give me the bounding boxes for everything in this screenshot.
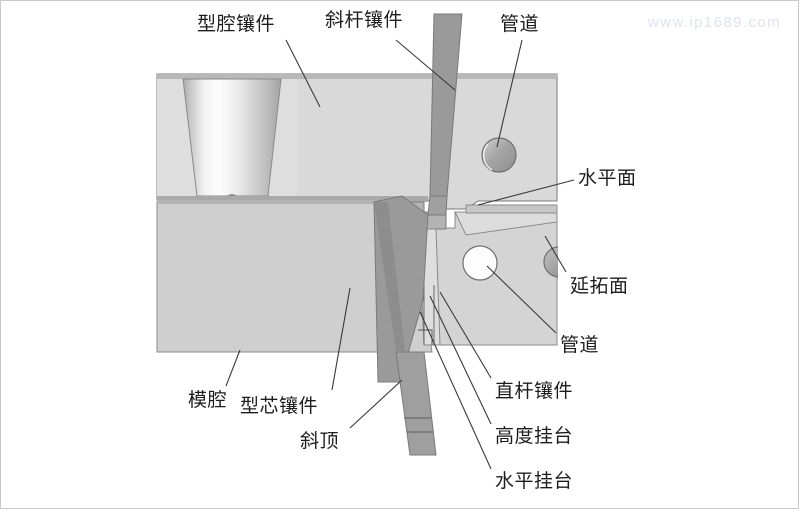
pipe-hole-lower	[462, 245, 498, 281]
leader-horizontal-plane	[477, 179, 575, 206]
label-height-ledge: 高度挂台	[495, 426, 574, 447]
pipe-hole-right-edge	[543, 246, 558, 278]
horizontal-plane-ledge	[465, 204, 558, 214]
leader-lifter	[349, 379, 403, 429]
label-mold-cavity: 模腔	[188, 390, 228, 411]
label-core-insert: 型芯镶件	[240, 396, 319, 417]
leader-core-insert	[331, 287, 351, 391]
label-pipe-bottom: 管道	[560, 335, 600, 356]
leader-extended-surface	[544, 235, 567, 273]
leader-pipe-top	[496, 39, 523, 148]
conical-gate-bore	[182, 78, 282, 197]
core-plate-group	[156, 200, 558, 353]
leader-cavity-insert	[285, 39, 321, 108]
inclined-rod-neck	[427, 195, 448, 216]
pipe-hole-upper-inner-arc	[482, 143, 493, 171]
cavity-plate-group	[156, 73, 558, 210]
label-horizontal-plane: 水平面	[578, 168, 637, 189]
leader-mold-cavity	[225, 349, 241, 387]
lifter-rod-protrusion	[395, 351, 437, 456]
label-extended-surface: 延拓面	[570, 276, 629, 297]
label-horizontal-ledge: 水平挂台	[495, 471, 574, 492]
watermark-text: www.ip1689.com	[648, 14, 781, 31]
leader-straight-rod	[439, 291, 492, 379]
label-pipe-top: 管道	[500, 14, 540, 35]
label-cavity-insert: 型腔镶件	[197, 14, 276, 35]
inclined-lifter-rod-group	[373, 13, 463, 456]
ledge-corner-mark	[418, 329, 433, 345]
core-plate-top-edge	[157, 200, 409, 204]
label-straight-rod-insert: 直杆镶件	[495, 381, 574, 402]
cavity-plate-top-edge	[157, 74, 557, 79]
leader-horizontal-ledge	[419, 311, 492, 470]
label-lifter: 斜顶	[300, 431, 340, 452]
leader-height-ledge	[429, 295, 492, 425]
leader-inclined-rod	[395, 39, 456, 91]
pipe-hole-upper	[481, 137, 517, 173]
leader-pipe-bottom	[486, 265, 557, 334]
inclined-rod-left-shadow	[374, 202, 405, 352]
leader-lines-group	[225, 39, 575, 470]
label-inclined-rod-insert: 斜杆镶件	[325, 10, 404, 31]
